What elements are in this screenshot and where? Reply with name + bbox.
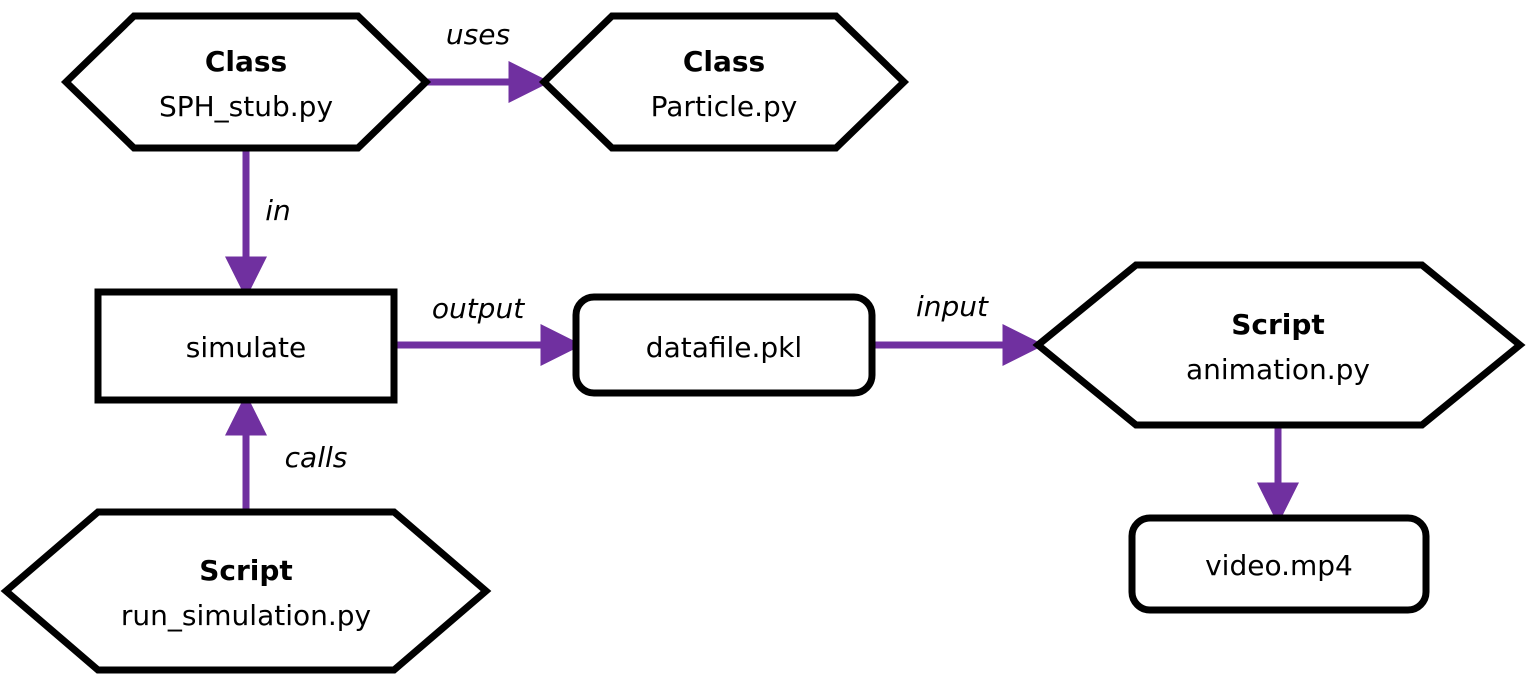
node-animation[interactable]: Script animation.py: [1032, 261, 1526, 429]
node-name: video.mp4: [1205, 549, 1353, 582]
node-name: SPH_stub.py: [159, 90, 333, 123]
hexagon-shape: [0, 508, 492, 674]
node-run-simulation[interactable]: Script run_simulation.py: [0, 508, 492, 674]
node-kind: Script: [199, 554, 293, 587]
node-name: run_simulation.py: [121, 599, 371, 632]
rectangle-shape: [94, 288, 398, 404]
node-sph-stub[interactable]: Class SPH_stub.py: [60, 12, 432, 152]
hexagon-shape: [60, 12, 432, 152]
node-name: animation.py: [1186, 353, 1370, 386]
edge-label-calls: calls: [285, 441, 348, 474]
edge-label-output: output: [432, 292, 525, 325]
edge-label-input: input: [916, 290, 989, 323]
node-name: simulate: [186, 331, 307, 364]
hexagon-shape: [538, 12, 910, 152]
node-kind: Class: [683, 45, 765, 78]
node-video[interactable]: video.mp4: [1128, 514, 1430, 614]
node-particle[interactable]: Class Particle.py: [538, 12, 910, 152]
rounded-rectangle-shape: [1128, 514, 1430, 614]
rounded-rectangle-shape: [572, 293, 876, 397]
node-name: Particle.py: [651, 90, 798, 123]
hexagon-shape: [1032, 261, 1526, 429]
node-datafile[interactable]: datafile.pkl: [572, 293, 876, 397]
node-name: datafile.pkl: [646, 331, 802, 364]
node-kind: Script: [1231, 308, 1325, 341]
edge-label-uses: uses: [446, 18, 510, 51]
node-simulate[interactable]: simulate: [94, 288, 398, 404]
node-kind: Class: [205, 45, 287, 78]
edge-label-in: in: [265, 194, 291, 227]
